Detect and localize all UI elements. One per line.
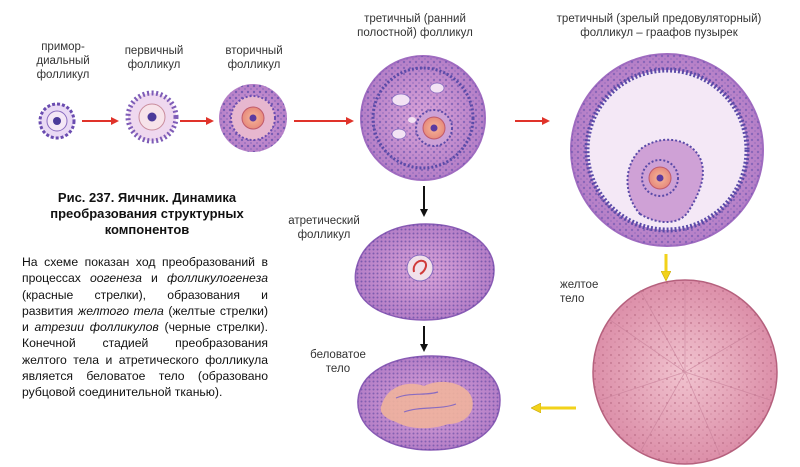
caption-text: и [141, 271, 167, 286]
corpus-albicans [357, 355, 501, 451]
yellow-arrows [534, 254, 666, 408]
early-tertiary-follicle [360, 55, 486, 181]
caption-text: (красные стрелки), образования и развити… [22, 287, 268, 318]
caption-term: атрезии фолликулов [34, 320, 159, 335]
graafian-follicle [570, 53, 764, 247]
caption-text: (желтые стрелки) и [22, 303, 268, 335]
primary-follicle [125, 90, 179, 144]
label-corpus-luteum: желтое тело [560, 279, 599, 305]
caption-text: На схеме показан ход преобразований в пр… [22, 255, 268, 286]
caption-term: желтого тела [77, 303, 164, 318]
figure-caption-title: Рис. 237. Яичник. Динамика преобразовани… [50, 190, 244, 237]
caption-text: (черные стрелки). Конечной стадией преоб… [22, 320, 269, 400]
caption-term: фолликулогенеза [166, 271, 268, 286]
caption-term: оогенеза [89, 271, 142, 286]
secondary-follicle [219, 84, 287, 152]
label-corpus-albicans: беловатое тело [310, 349, 366, 375]
figure-caption-body: На схеме показан ход преобразований в пр… [22, 254, 268, 401]
label-early-tertiary-follicle: третичный (ранний полостной) фолликул [357, 13, 473, 39]
primordial-follicle [38, 102, 76, 140]
corpus-luteum [592, 279, 778, 465]
label-atretic-follicle: атретический фолликул [288, 215, 360, 241]
label-secondary-follicle: вторичный фолликул [225, 45, 283, 71]
label-primary-follicle: первичный фолликул [124, 45, 184, 71]
atretic-follicle [354, 223, 495, 321]
label-mature-tertiary-follicle: третичный (зрелый предовуляторный) фолли… [556, 13, 762, 39]
label-primordial-follicle: примор- диальный фолликул [36, 41, 90, 81]
